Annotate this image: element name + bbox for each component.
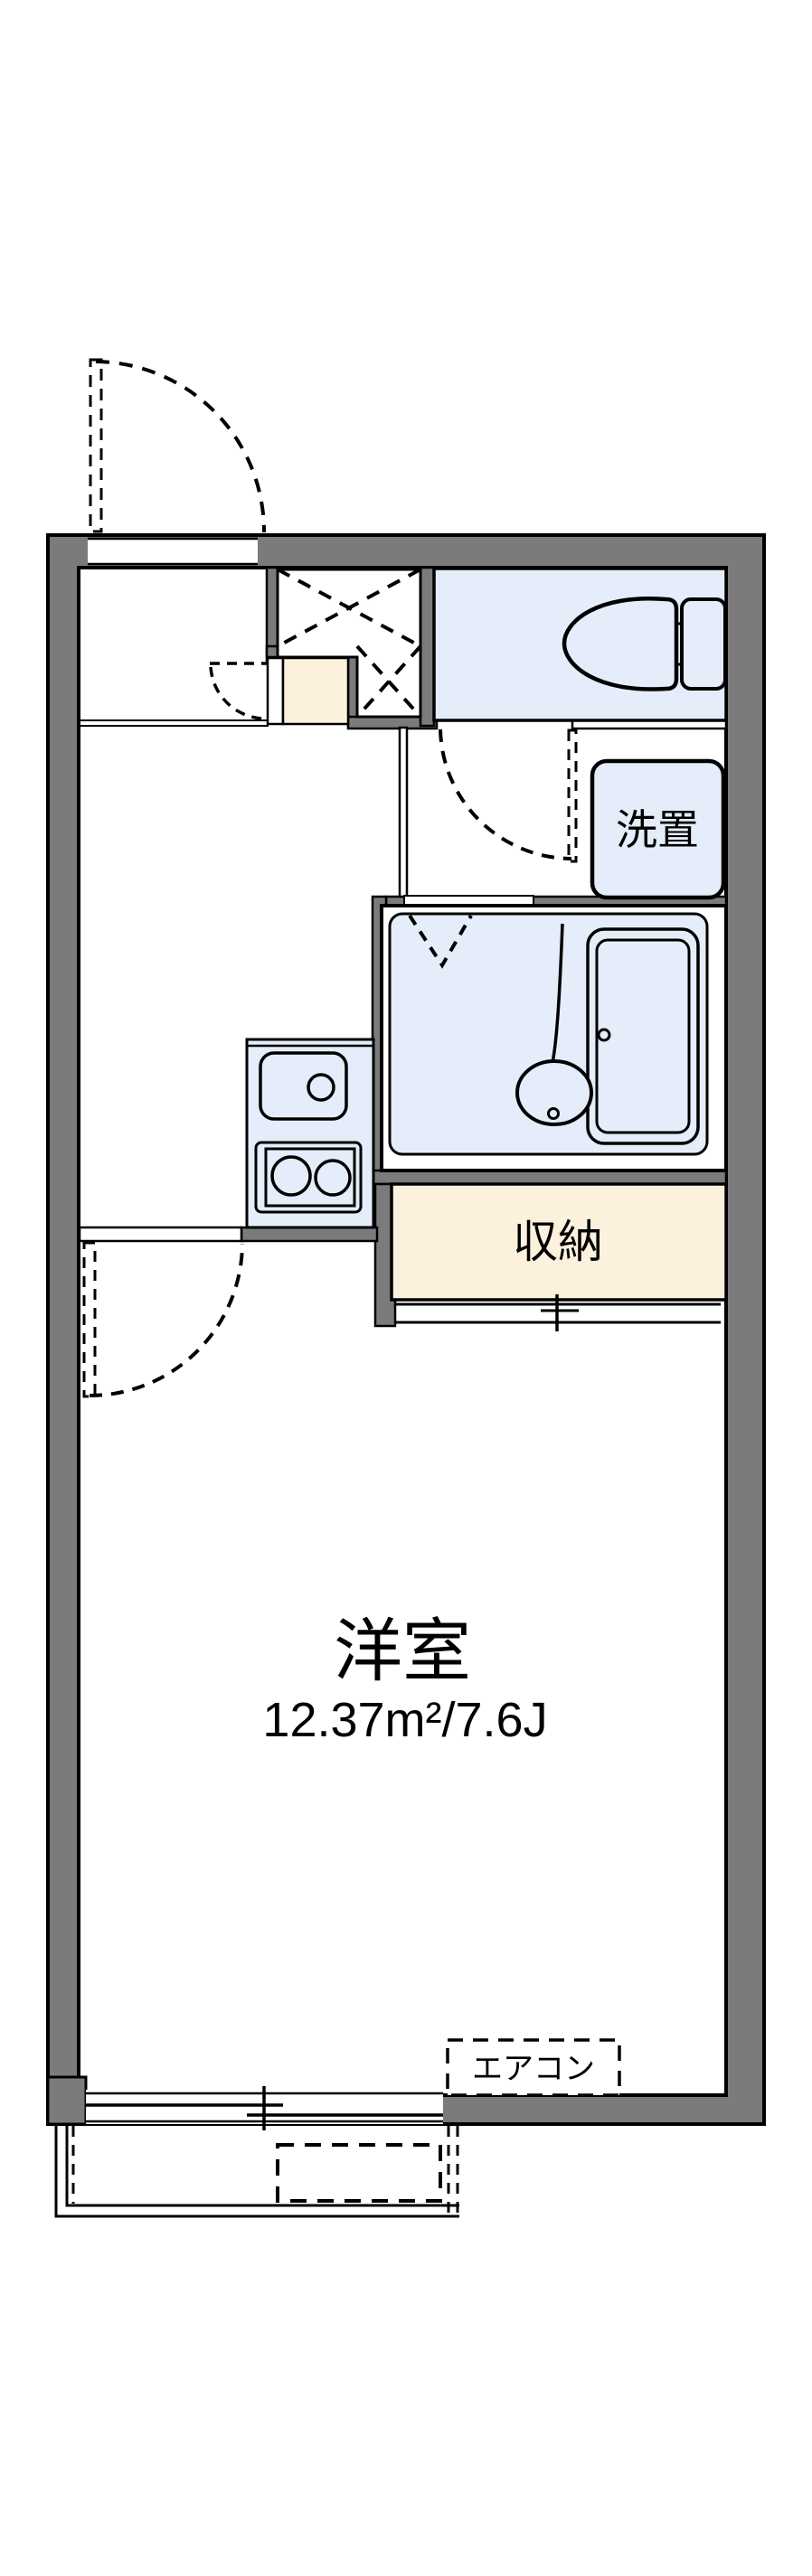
bath-bottom-wall <box>371 1169 728 1186</box>
room-label: 洋室 <box>334 1613 471 1690</box>
room-door-swing <box>89 1243 244 1397</box>
toilet-left-wall <box>419 566 436 728</box>
storage: 収納 <box>390 1182 728 1331</box>
shoe-closet-x-hatch <box>277 568 422 719</box>
entry-door-swing <box>95 360 267 533</box>
genkan-step <box>281 656 350 726</box>
storage-sliding-door <box>395 1294 721 1331</box>
balcony <box>54 2124 459 2218</box>
bathtub-inner <box>595 938 691 1134</box>
stove-inner <box>264 1147 356 1208</box>
stove-burner-right <box>314 1159 352 1197</box>
balcony-inner-rail <box>65 2124 459 2207</box>
genkan-door-strip <box>266 656 285 726</box>
toilet-tank <box>680 597 727 691</box>
kitchen-counter <box>245 1038 375 1229</box>
wash-basin-drain <box>547 1107 560 1120</box>
entry-step-line <box>79 719 269 727</box>
bath-counter-divider <box>551 923 564 1064</box>
shoe-closet <box>276 568 422 719</box>
bathtub-drain <box>597 1028 611 1042</box>
bathtub <box>586 927 700 1145</box>
aircon-label: エアコン <box>472 2052 595 2086</box>
toilet-room <box>432 567 728 722</box>
aircon: エアコン <box>446 2038 621 2097</box>
bath-folding-door <box>408 914 473 969</box>
door-swings <box>82 358 578 1398</box>
wall-corner-block <box>46 2075 88 2126</box>
aircon-box <box>446 2038 621 2097</box>
washer-box <box>590 758 726 900</box>
closet-door-swing <box>209 666 263 720</box>
bathroom <box>380 904 728 1172</box>
kitchen-bottom-wall <box>240 1226 379 1243</box>
window <box>86 2086 443 2130</box>
kitchen-faucet <box>307 1073 335 1102</box>
wash-basin <box>515 1059 593 1126</box>
room-size-label: 12.37m²/7.6J <box>262 1693 547 1747</box>
room-door-leaf <box>82 1241 97 1398</box>
toilet-door-swing <box>439 729 572 860</box>
kitchen-sink <box>259 1051 348 1121</box>
entry-door-leaf <box>89 358 103 533</box>
washer-label: 洗置 <box>616 806 699 853</box>
entry-door-opening <box>88 537 258 566</box>
corridor-partition <box>398 726 409 898</box>
toilet-bowl <box>562 597 679 691</box>
balcony-hatch-box <box>276 2143 442 2203</box>
balcony-outer-rail <box>54 2124 459 2218</box>
washer-space: 洗置 <box>590 758 726 900</box>
storage-label: 収納 <box>513 1217 603 1267</box>
stove-burner-left <box>270 1155 312 1197</box>
kitchen-door-threshold <box>78 1226 243 1243</box>
storage-box <box>390 1182 728 1302</box>
toilet-door-leaf <box>567 729 578 863</box>
